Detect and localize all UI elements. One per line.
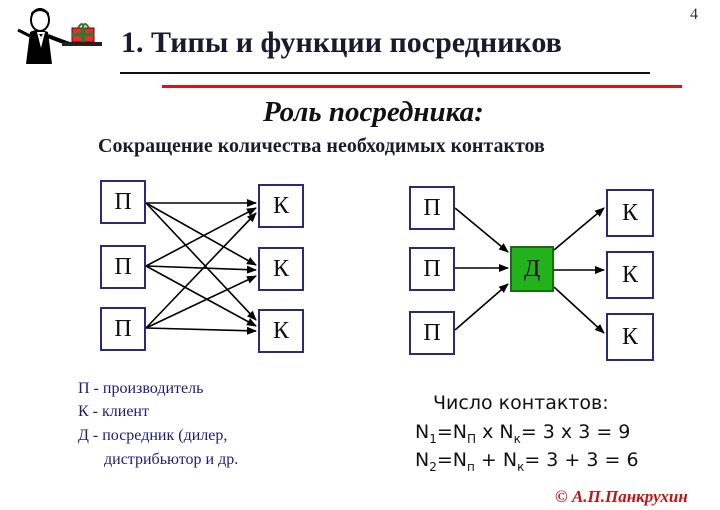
client-box: К [606, 251, 654, 299]
page-number: 4 [690, 6, 698, 23]
arrow-p3-k2 [145, 275, 257, 329]
formula-intermediary: N2=Nп + Nк= 3 + 3 = 6 [415, 449, 639, 474]
legend-client: К - клиент [78, 403, 149, 420]
intermediary-box: Д [510, 246, 554, 292]
waiter-with-tray-icon [17, 8, 102, 64]
arrow-p2-k2 [145, 265, 257, 274]
producer-box: П [100, 180, 146, 224]
arrow-p1-d [454, 207, 509, 253]
arrow-p1-k3 [145, 202, 257, 321]
page-title: 1. Типы и функции посредников [121, 26, 562, 59]
arrow-p3-k1 [145, 212, 257, 329]
arrow-p1-k2 [145, 202, 257, 266]
client-box: К [258, 184, 304, 228]
producer-box: П [409, 186, 455, 230]
contacts-label: Число контактов: [433, 392, 609, 414]
title-underline [120, 72, 650, 74]
arrow-d-k3 [553, 286, 605, 334]
client-box: К [606, 313, 654, 361]
accent-rule [162, 85, 682, 88]
arrow-p3-d [454, 283, 509, 331]
producer-box: П [409, 247, 455, 291]
copyright: © А.П.Панкрухин [555, 487, 688, 506]
client-box: К [606, 189, 654, 237]
formula-direct: N1=NП x Nк= 3 x 3 = 9 [415, 421, 631, 446]
arrow-p3-k3 [145, 326, 257, 335]
producer-box: П [100, 245, 146, 289]
producer-box: П [100, 307, 146, 351]
client-box: К [258, 247, 304, 291]
legend-producer: П - производитель [78, 380, 204, 397]
producer-box: П [409, 311, 455, 355]
legend-intermediary-cont: дистрибьютор и др. [104, 451, 239, 468]
subtitle: Роль посредника: [263, 96, 484, 128]
arrow-d-k1 [553, 207, 605, 251]
section-heading: Сокращение количества необходимых контак… [98, 135, 545, 157]
arrow-p2-k1 [145, 207, 257, 267]
legend-intermediary: Д - посредник (дилер, [78, 427, 228, 444]
client-box: К [258, 309, 304, 353]
arrow-p2-k3 [145, 265, 257, 327]
